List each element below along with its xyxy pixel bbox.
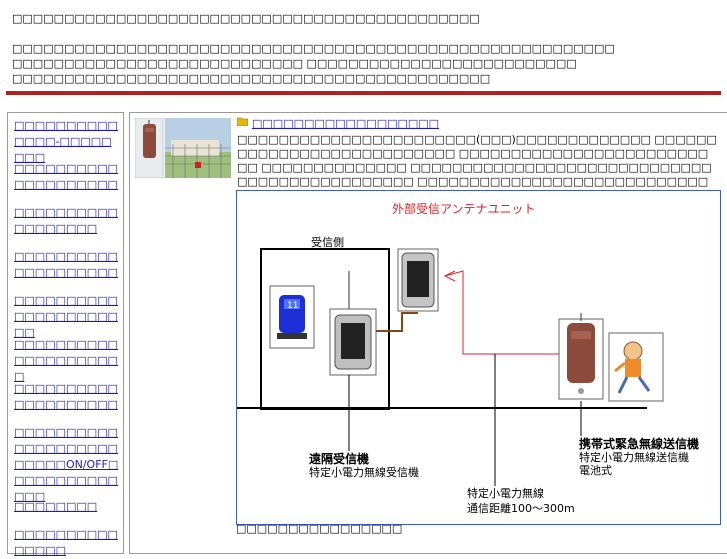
header-line-4: □□□□□□□□□□□□□□□□□□□□□□□□□□□□□□□□□□□□□□□□…: [12, 72, 491, 85]
sidebar-item-7[interactable]: □□□□□□□□□□□□□□□□□□□□: [14, 382, 118, 411]
sidebar-item-3[interactable]: □□□□□□□□□□□□□□□□□□: [14, 206, 118, 235]
header-line-1: □□□□□□□□□□□□□□□□□□□□□□□□□□□□□□□□□□□□□□□□…: [12, 12, 480, 25]
sidebar-item-2[interactable]: □□□□□□□□□□□□□□□□□□□□: [14, 162, 118, 191]
remote-receiver-subtitle: 特定小電力無線受信機: [309, 465, 419, 479]
sidebar-item-5[interactable]: □□□□□□□□□□□□□□□□□□□□□□: [14, 294, 118, 339]
sidebar-item-4[interactable]: □□□□□□□□□□□□□□□□□□□□: [14, 250, 118, 279]
portable-transmitter-icon: [558, 313, 604, 400]
sidebar-item-10[interactable]: □□□□□□□□□□□□□□□: [14, 528, 118, 557]
sidebar-item-8[interactable]: □□□□□□□□□□□□□□□□□□□□□□□□□ON/OFF□□□□□□□□□…: [14, 426, 119, 503]
antenna-unit-label: 外部受信アンテナユニット: [392, 201, 536, 216]
portable-transmitter-subtitle: 特定小電力無線送信機: [579, 450, 689, 464]
article-intro: □□□□□□□□□□□□□□□□□□□□□□□(□□□)□□□□□□□□□□□□…: [237, 133, 717, 188]
sidebar: □□□□□□□□□□□□□□-□□□□□□□□ □□□□□□□□□□□□□□□□…: [7, 112, 124, 557]
sidebar-item-1[interactable]: □□□□□□□□□□□□□□-□□□□□□□□: [14, 119, 118, 164]
sidebar-item-6[interactable]: □□□□□□□□□□□□□□□□□□□□□: [14, 338, 118, 383]
folder-icon: [237, 117, 248, 126]
remote-receiver-icon: [329, 271, 377, 376]
article-title-link[interactable]: □□□□□□□□□□□□□□□□□□: [252, 117, 440, 130]
warning-light-icon: 11: [269, 285, 315, 349]
remote-receiver-title: 遠隔受信機: [309, 451, 369, 466]
antenna-unit-icon: [397, 248, 439, 312]
antenna-cable: [376, 312, 418, 332]
running-person-icon: [608, 332, 664, 402]
article-thumbnail[interactable]: [135, 118, 231, 178]
header-line-2: □□□□□□□□□□□□□□□□□□□□□□□□□□□□□□□□□□□□□□□□…: [12, 42, 615, 55]
radio-link-line: [444, 270, 570, 355]
receiver-side-label: 受信側: [311, 236, 344, 249]
svg-text:11: 11: [287, 301, 298, 311]
header-line-3: □□□□□□□□□□□□□□□□□□□□□□□□□□□□ □□□□□□□□□□□…: [12, 57, 577, 70]
radio-range-label: 通信距離100〜300m: [467, 501, 575, 515]
sidebar-item-9[interactable]: □□□□□□□□: [14, 500, 98, 513]
portable-transmitter-title: 携帯式緊急無線送信機: [579, 436, 699, 451]
portable-transmitter-power: 電池式: [579, 464, 612, 477]
header-divider: [6, 91, 721, 95]
system-diagram: 外部受信アンテナユニット 受信側 11: [236, 190, 721, 525]
radio-type-label: 特定小電力無線: [467, 486, 544, 500]
diagram-caption: □□□□□□□□□□□□□□□□: [236, 522, 403, 535]
